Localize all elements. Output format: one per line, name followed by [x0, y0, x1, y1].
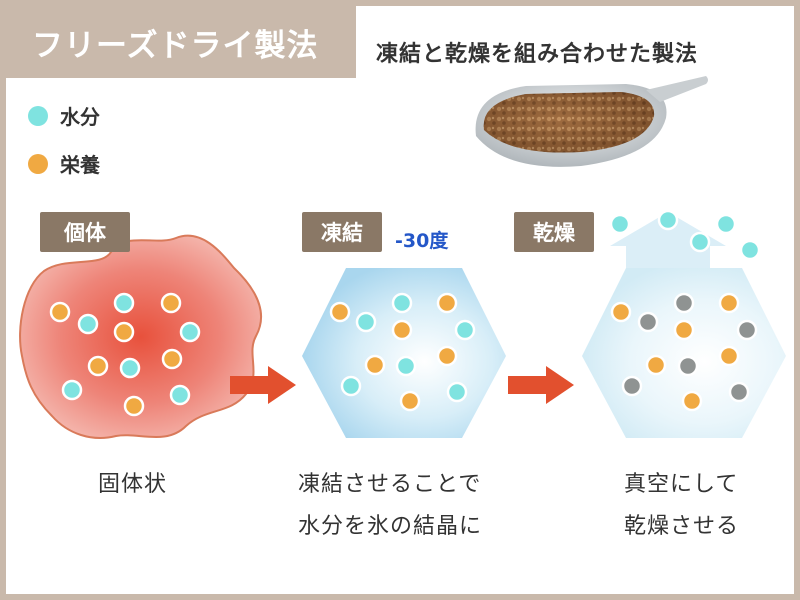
tag-dry: 乾燥 [514, 212, 594, 252]
solid-nutrient-dot [161, 348, 183, 370]
frozen-nutrient-dot [399, 390, 421, 412]
legend-water: 水分 [28, 101, 100, 130]
dried-nutrient-dot [718, 345, 740, 367]
frozen-water-dot [391, 292, 413, 314]
dried-water-removed-dot [673, 292, 695, 314]
dried-water-removed-dot [621, 375, 643, 397]
solid-nutrient-dot [113, 321, 135, 343]
legend-nutrient-dot [28, 153, 48, 174]
solid-nutrient-dot [160, 292, 182, 314]
vapor-water-dot [657, 209, 679, 231]
process-arrow-1 [230, 366, 296, 404]
frozen-water-dot [355, 311, 377, 333]
caption-solid: 固体状 [98, 464, 167, 506]
vapor-up-arrow [610, 212, 726, 286]
solid-nutrient-dot [87, 355, 109, 377]
dried-nutrient-dot [645, 354, 667, 376]
legend-water-dot [28, 105, 48, 126]
freeze-dried-coffee-image [475, 76, 708, 167]
caption-dry-line1: 真空にして [624, 472, 739, 497]
diagram-canvas: フリーズドライ製法 凍結と乾燥を組み合わせた製法 [6, 6, 794, 594]
subtitle: 凍結と乾燥を組み合わせた製法 [376, 42, 699, 67]
title-banner: フリーズドライ製法 [6, 6, 356, 78]
vapor-water-dot [739, 239, 761, 261]
particles [49, 209, 761, 417]
frozen-nutrient-dot [364, 354, 386, 376]
vapor-water-dot [609, 213, 631, 235]
caption-freeze-line1: 凍結させることで [298, 472, 482, 497]
vapor-water-dot [689, 231, 711, 253]
page-title: フリーズドライ製法 [32, 27, 319, 64]
caption-dry-line2: 乾燥させる [624, 514, 740, 539]
legend-nutrient: 栄養 [28, 149, 100, 178]
freeze-temperature: -30度 [395, 230, 449, 252]
frozen-nutrient-dot [436, 292, 458, 314]
legend-water-label: 水分 [60, 105, 100, 129]
solid-nutrient-dot [123, 395, 145, 417]
caption-freeze: 凍結させることで 水分を氷の結晶に [298, 464, 482, 548]
frozen-water-dot [395, 355, 417, 377]
solid-water-dot [169, 384, 191, 406]
solid-water-dot [179, 321, 201, 343]
diagram-graphics [19, 76, 786, 439]
dried-water-removed-dot [736, 319, 758, 341]
dried-nutrient-dot [673, 319, 695, 341]
solid-nutrient-dot [49, 301, 71, 323]
legend-nutrient-label: 栄養 [60, 153, 100, 177]
dried-nutrient-dot [610, 301, 632, 323]
dried-nutrient-dot [681, 390, 703, 412]
frozen-water-dot [454, 319, 476, 341]
dried-water-removed-dot [728, 381, 750, 403]
dried-water-removed-dot [677, 355, 699, 377]
solid-water-dot [113, 292, 135, 314]
frozen-water-dot [446, 381, 468, 403]
frozen-water-dot [340, 375, 362, 397]
frozen-nutrient-dot [391, 319, 413, 341]
process-arrow-2 [508, 366, 574, 404]
frozen-nutrient-dot [436, 345, 458, 367]
tag-solid: 個体 [40, 212, 130, 252]
solid-water-dot [119, 357, 141, 379]
dried-nutrient-dot [718, 292, 740, 314]
caption-freeze-line2: 水分を氷の結晶に [298, 514, 483, 539]
dried-water-removed-dot [637, 311, 659, 333]
tag-freeze: 凍結 [302, 212, 382, 252]
solid-water-dot [77, 313, 99, 335]
caption-dry: 真空にして 乾燥させる [624, 464, 739, 548]
vapor-water-dot [715, 213, 737, 235]
solid-water-dot [61, 379, 83, 401]
frozen-nutrient-dot [329, 301, 351, 323]
caption-solid-line1: 固体状 [98, 472, 168, 497]
